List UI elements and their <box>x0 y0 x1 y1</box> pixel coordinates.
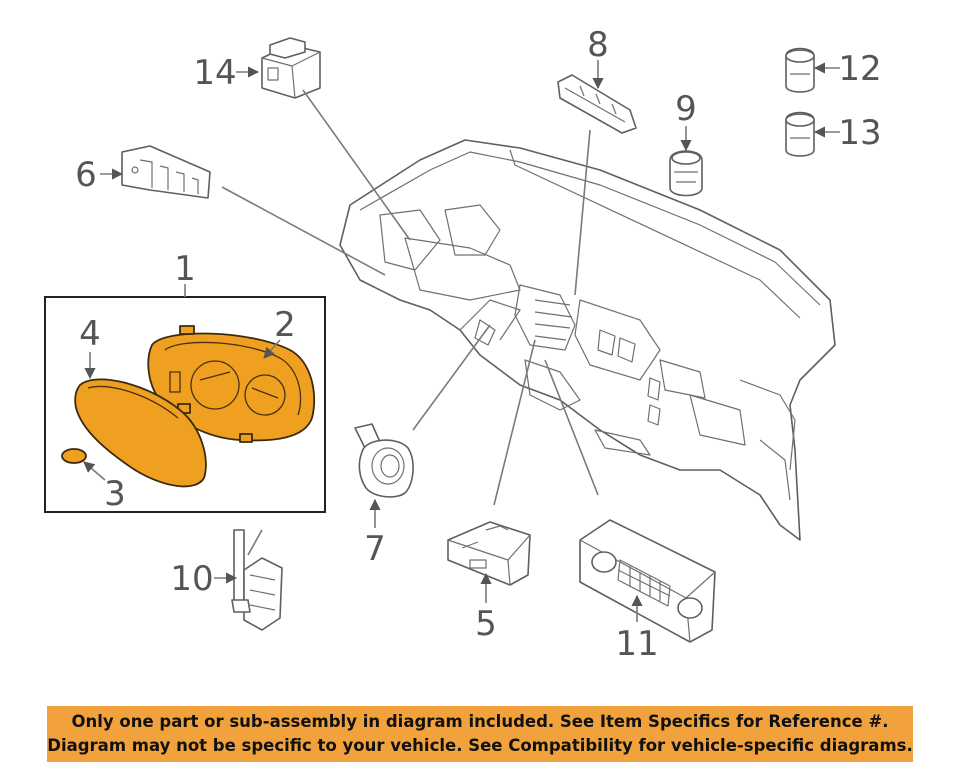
callout-12: 12 <box>838 49 881 89</box>
part-14-switch <box>261 37 321 99</box>
callout-11: 11 <box>615 624 658 664</box>
part-6-vent <box>121 145 211 199</box>
disclaimer-banner: Only one part or sub-assembly in diagram… <box>47 706 913 762</box>
callout-3: 3 <box>104 474 126 514</box>
banner-line-2: Diagram may not be specific to your vehi… <box>47 736 913 755</box>
dashboard-panel <box>339 139 836 541</box>
part-5-bracket <box>447 521 531 586</box>
callout-7: 7 <box>364 529 386 569</box>
part-12-button <box>785 47 815 93</box>
callout-6: 6 <box>75 155 97 195</box>
part-10-shifter <box>231 529 283 631</box>
part-8-switch-strip <box>557 74 637 134</box>
part-7-ignition-ring <box>354 423 414 498</box>
part-11-climate-control <box>579 519 716 643</box>
callout-10: 10 <box>170 559 213 599</box>
part-13-button <box>785 111 815 157</box>
callout-14: 14 <box>193 53 236 93</box>
callout-8: 8 <box>587 25 609 65</box>
part-4-lens <box>74 378 207 488</box>
part-3-knob <box>61 448 87 464</box>
callout-4: 4 <box>79 314 101 354</box>
banner-line-1: Only one part or sub-assembly in diagram… <box>71 712 889 731</box>
callout-9: 9 <box>675 89 697 129</box>
callout-1: 1 <box>174 249 196 289</box>
part-9-knob <box>669 150 703 197</box>
parts-diagram: 1 2 3 4 5 6 7 8 9 10 11 12 13 14 <box>44 25 882 664</box>
callout-2: 2 <box>274 305 296 345</box>
part-2-cluster-housing <box>147 325 316 443</box>
callout-13: 13 <box>838 113 881 153</box>
callout-5: 5 <box>475 604 497 644</box>
